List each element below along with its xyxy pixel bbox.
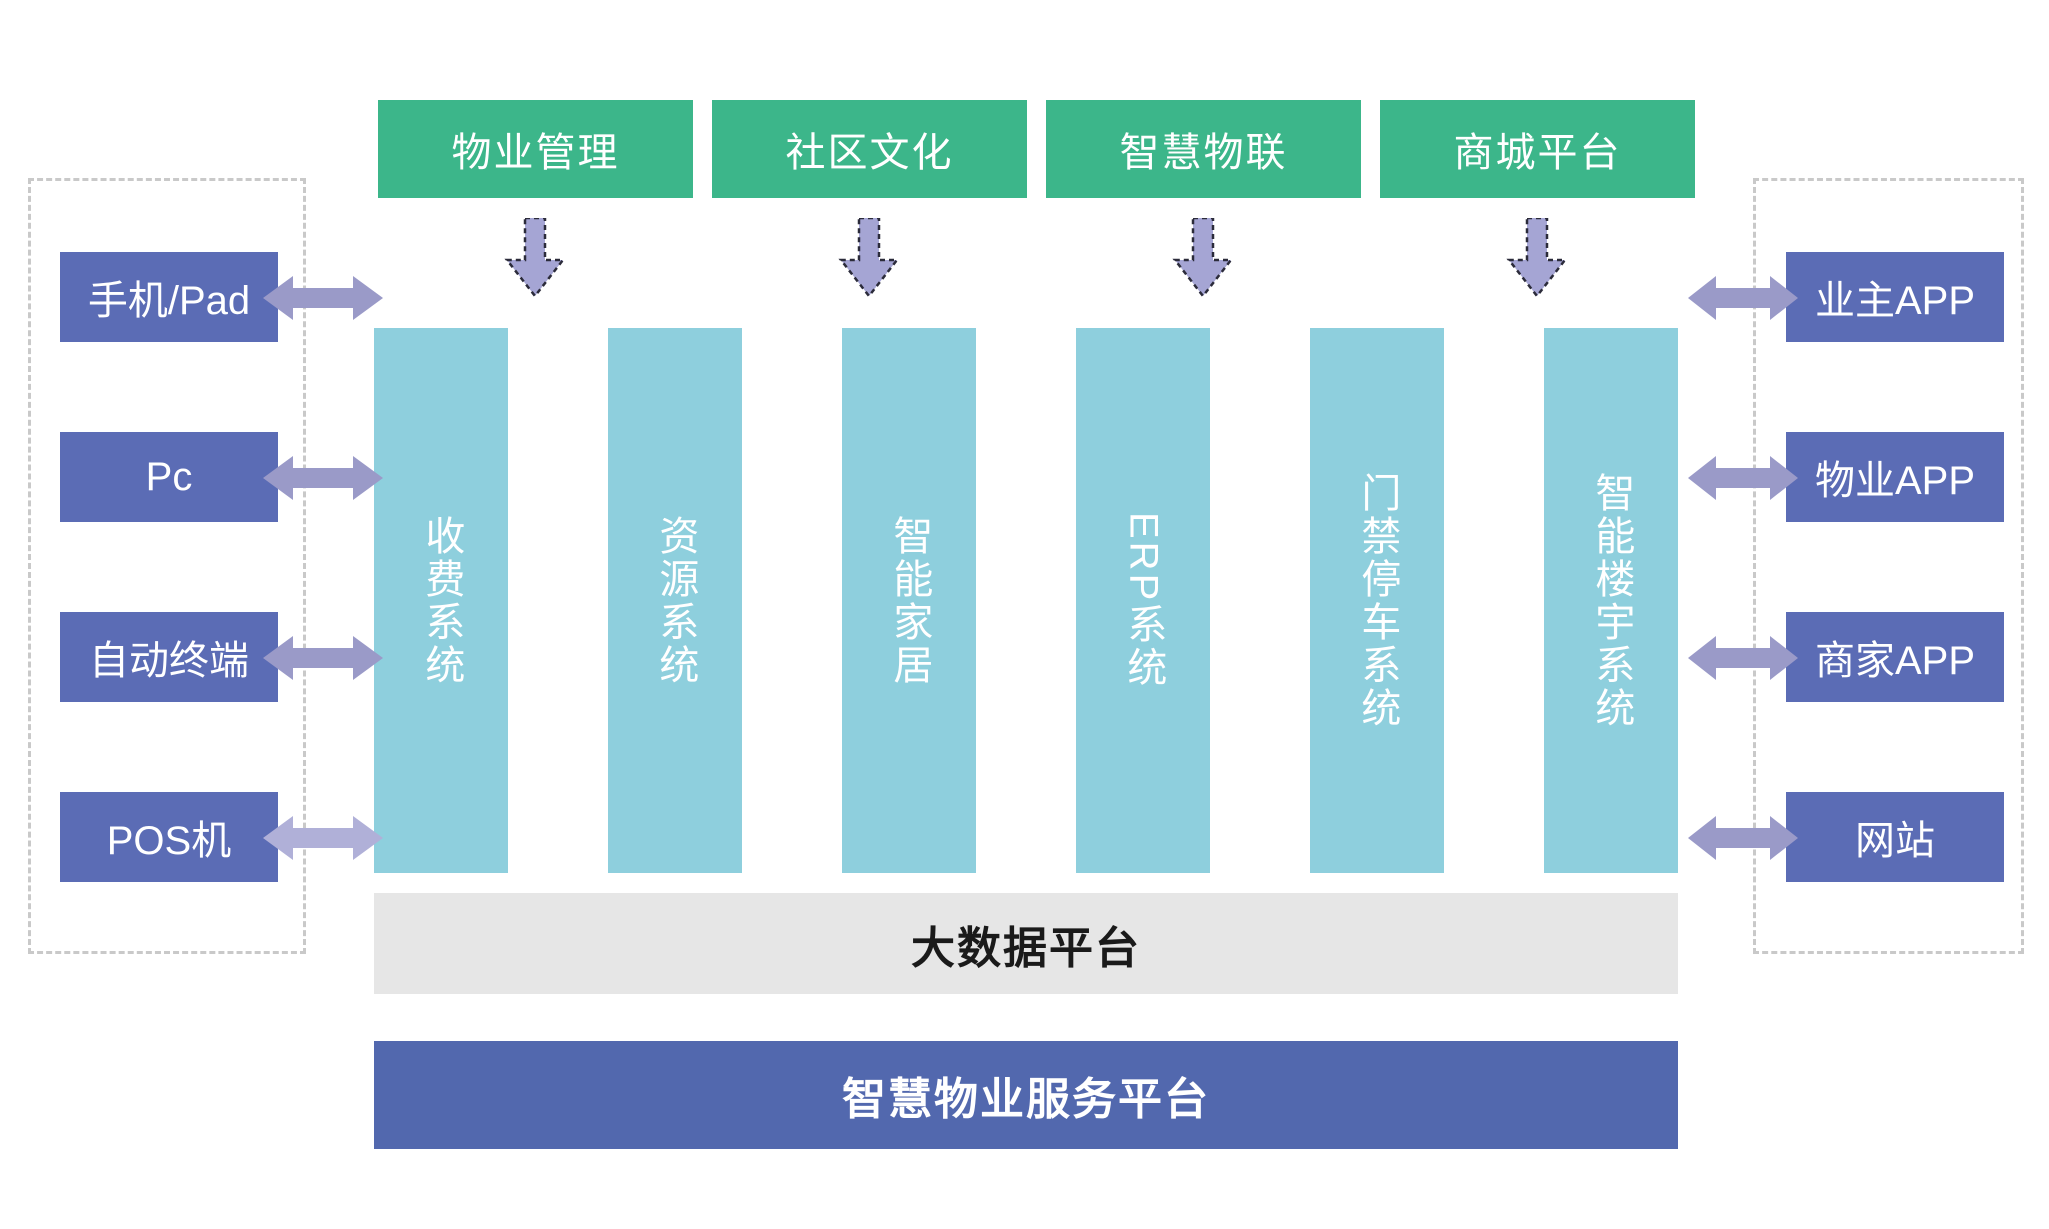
right-channel-label-0: 业主APP <box>1814 279 1976 323</box>
left-terminal-label-2: 自动终端 <box>89 639 249 683</box>
system-column-label-4: 门禁停车系统 <box>1355 471 1400 730</box>
double-headed-arrow-icon-left-0 <box>263 272 383 324</box>
double-headed-arrow-icon-right-0 <box>1688 272 1798 324</box>
system-column-1[interactable]: 资源系统 <box>608 328 742 873</box>
down-arrow-icon-3 <box>1503 218 1571 298</box>
right-channel-box-3[interactable]: 网站 <box>1786 792 2004 882</box>
double-headed-arrow-icon-right-3 <box>1688 812 1798 864</box>
top-module-label-1: 社区文化 <box>785 131 954 175</box>
top-module-label-2: 智慧物联 <box>1119 131 1288 175</box>
system-column-label-5: 智能楼宇系统 <box>1589 471 1634 730</box>
left-terminal-box-2[interactable]: 自动终端 <box>60 612 278 702</box>
left-terminal-box-0[interactable]: 手机/Pad <box>60 252 278 342</box>
data-layer-bar[interactable]: 大数据平台 <box>374 893 1678 994</box>
platform-layer-bar[interactable]: 智慧物业服务平台 <box>374 1041 1678 1149</box>
right-channel-label-1: 物业APP <box>1814 459 1976 503</box>
right-channel-label-3: 网站 <box>1855 819 1935 863</box>
system-column-label-1: 资源系统 <box>653 514 698 687</box>
double-headed-arrow-icon-right-1 <box>1688 452 1798 504</box>
down-arrow-icon-2 <box>1169 218 1237 298</box>
right-channel-label-2: 商家APP <box>1814 639 1976 683</box>
right-channels-group-frame <box>1753 178 2024 954</box>
top-module-box-3[interactable]: 商城平台 <box>1380 100 1695 198</box>
system-column-3[interactable]: ERP系统 <box>1076 328 1210 873</box>
system-column-5[interactable]: 智能楼宇系统 <box>1544 328 1678 873</box>
down-arrow-icon-0 <box>501 218 569 298</box>
left-terminal-label-0: 手机/Pad <box>87 279 251 323</box>
data-layer-label: 大数据平台 <box>911 923 1141 973</box>
right-channel-box-2[interactable]: 商家APP <box>1786 612 2004 702</box>
top-module-label-0: 物业管理 <box>451 131 620 175</box>
left-terminals-group-frame <box>28 178 306 954</box>
double-headed-arrow-icon-left-2 <box>263 632 383 684</box>
left-terminal-label-3: POS机 <box>106 819 232 863</box>
right-channel-box-1[interactable]: 物业APP <box>1786 432 2004 522</box>
left-terminal-label-1: Pc <box>145 454 193 499</box>
left-terminal-box-1[interactable]: Pc <box>60 432 278 522</box>
platform-layer-label: 智慧物业服务平台 <box>842 1075 1210 1124</box>
system-column-0[interactable]: 收费系统 <box>374 328 508 873</box>
system-column-2[interactable]: 智能家居 <box>842 328 976 873</box>
double-headed-arrow-icon-left-1 <box>263 452 383 504</box>
double-headed-arrow-icon-left-3 <box>263 812 383 864</box>
top-module-box-0[interactable]: 物业管理 <box>378 100 693 198</box>
down-arrow-icon-1 <box>835 218 903 298</box>
system-column-label-0: 收费系统 <box>419 514 464 687</box>
left-terminal-box-3[interactable]: POS机 <box>60 792 278 882</box>
system-column-label-2: 智能家居 <box>887 514 932 687</box>
top-module-box-1[interactable]: 社区文化 <box>712 100 1027 198</box>
top-module-box-2[interactable]: 智慧物联 <box>1046 100 1361 198</box>
system-column-4[interactable]: 门禁停车系统 <box>1310 328 1444 873</box>
right-channel-box-0[interactable]: 业主APP <box>1786 252 2004 342</box>
top-module-label-3: 商城平台 <box>1453 131 1622 175</box>
system-column-label-3: ERP系统 <box>1121 511 1166 690</box>
double-headed-arrow-icon-right-2 <box>1688 632 1798 684</box>
